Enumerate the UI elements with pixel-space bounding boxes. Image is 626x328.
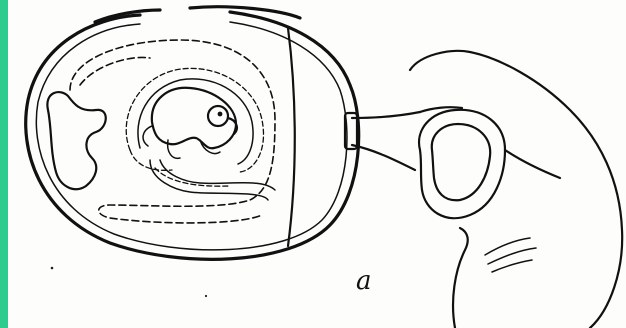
air-cell-boundary (288, 28, 295, 246)
amnion-dashed-contour (126, 68, 263, 172)
ovoscope-stalk-top (352, 112, 420, 118)
embryo-head (208, 106, 228, 126)
embryo-body (152, 88, 236, 148)
embryo-tail (143, 126, 152, 146)
figure-caption-letter: a (356, 268, 372, 294)
knuckle-line-3 (492, 260, 532, 272)
ovoscope-stalk-bottom (352, 145, 415, 170)
hand-outline-top (410, 51, 622, 328)
egg-shell-top-segment (190, 7, 300, 18)
egg-inner-membrane (36, 22, 347, 250)
knuckle-line-1 (485, 238, 530, 255)
thumbnail (432, 124, 490, 200)
yolk-stalk-left (150, 160, 268, 200)
finger-lower-curve (505, 150, 560, 178)
speck-dot (205, 295, 207, 297)
yolk-sac-outline (47, 92, 105, 189)
embryo-eye (218, 112, 223, 117)
yolk-stalk-right (160, 160, 275, 190)
hand-outline-bottom (453, 228, 468, 328)
allantois-dashed-upper (80, 57, 150, 85)
knuckle-line-2 (488, 248, 536, 264)
speck-dot (51, 267, 54, 270)
